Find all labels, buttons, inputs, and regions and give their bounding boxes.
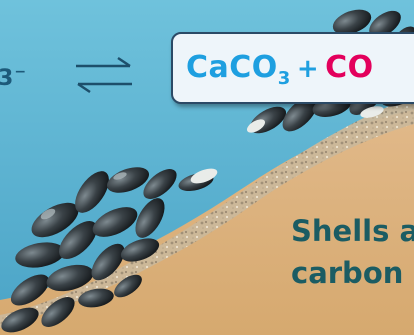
equation-box (171, 32, 414, 104)
gravel-band (0, 96, 414, 328)
carbonate-subscript: 3 (277, 68, 291, 89)
caption-line-2: carbon (291, 256, 404, 290)
mussel-cluster-left (1, 167, 218, 333)
plus-sign: + (296, 54, 320, 84)
carbon-product-label: CO (325, 50, 374, 85)
reactant-fragment: 3− (0, 64, 27, 91)
caption: Shells a carbon (291, 210, 414, 294)
equilibrium-arrows-icon (76, 56, 132, 94)
calcium-carbonate-label: CaCO3 (186, 50, 291, 89)
product-equation: CaCO3+CO (186, 50, 374, 89)
caption-line-1: Shells a (291, 214, 414, 248)
reactant-subscript: 3 (0, 66, 14, 91)
reactant-charge: − (14, 64, 27, 80)
